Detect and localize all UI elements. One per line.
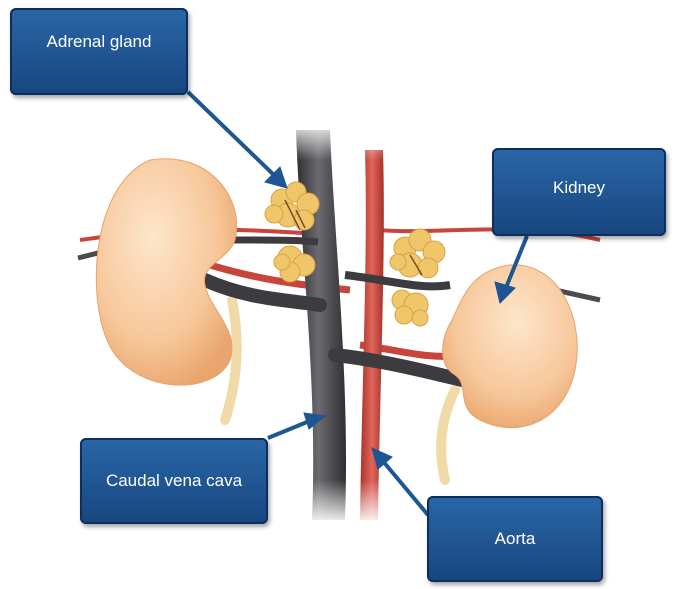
label-aorta: Aorta (427, 496, 603, 582)
label-adrenal-gland-text: Adrenal gland (47, 32, 152, 52)
label-caudal-vena-cava-text: Caudal vena cava (106, 471, 242, 491)
label-kidney-text: Kidney (553, 178, 605, 198)
right-upper-vein (345, 275, 450, 286)
left-kidney (96, 159, 236, 385)
label-kidney: Kidney (492, 148, 666, 236)
label-caudal-vena-cava: Caudal vena cava (80, 438, 268, 524)
label-aorta-text: Aorta (495, 529, 536, 549)
right-adrenal-gland (390, 229, 445, 326)
left-upper-vein (230, 240, 318, 242)
right-ureter (441, 390, 455, 480)
label-adrenal-gland: Adrenal gland (10, 8, 188, 95)
